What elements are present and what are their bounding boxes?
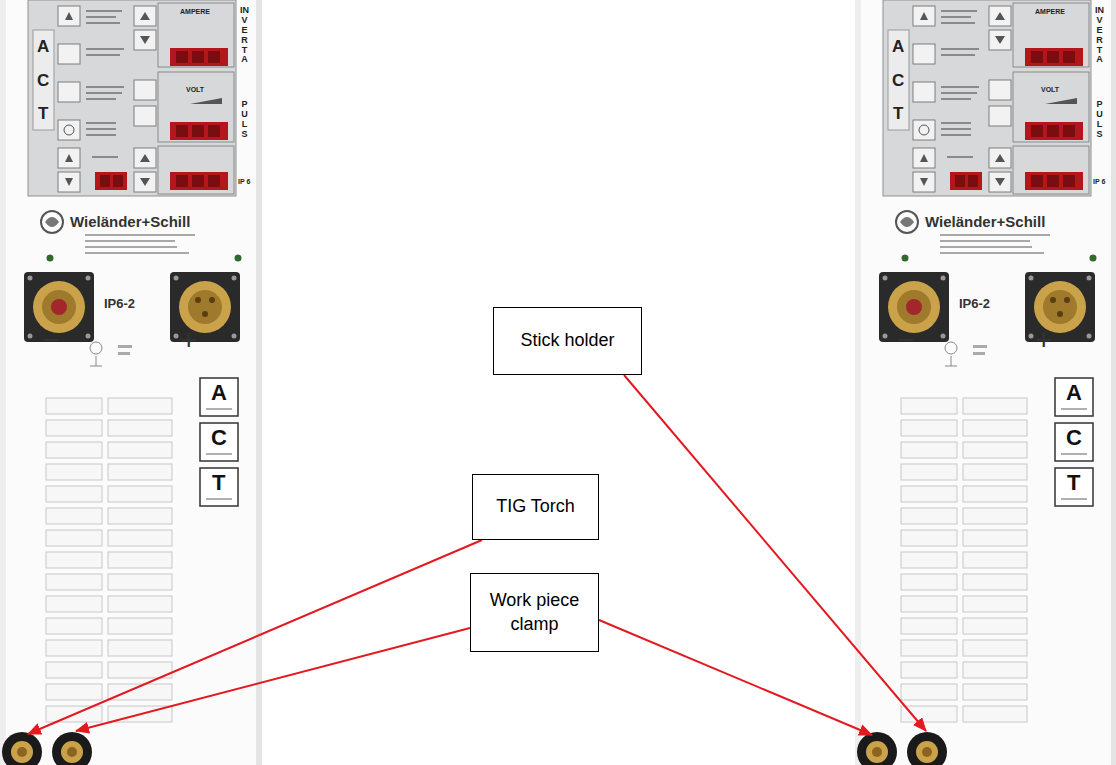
callout-box: Stick holder <box>493 307 642 375</box>
panel-marking: IP6-2 <box>959 297 990 310</box>
panel-marking: T <box>38 105 48 122</box>
leader-arrow <box>624 375 926 731</box>
panel-marking: A <box>37 38 49 55</box>
panel-marking: C <box>37 72 49 89</box>
callout-box: TIG Torch <box>472 474 599 540</box>
panel-marking: C <box>1066 427 1082 449</box>
vertical-brand-text: INVERTA <box>1095 6 1104 65</box>
panel-marking: T <box>212 472 225 494</box>
panel-marking: T <box>1067 472 1080 494</box>
panel-marking: A <box>211 382 227 404</box>
leader-arrow <box>76 628 470 731</box>
panel-marking: AMPERE <box>180 8 210 15</box>
welder-front-panel <box>855 0 1116 765</box>
panel-marking: IP6-2 <box>104 297 135 310</box>
callout-box: Work piece clamp <box>470 573 599 652</box>
callout-label: TIG Torch <box>496 495 575 518</box>
leader-arrow <box>28 540 482 734</box>
vertical-brand-text: INVERTA <box>240 6 249 65</box>
panel-marking: A <box>1066 382 1082 404</box>
panel-marking: C <box>211 427 227 449</box>
panel-marking: Wieländer+Schill <box>70 214 190 229</box>
panel-marking: − <box>897 325 915 355</box>
panel-marking: + <box>180 325 198 355</box>
callout-label: Work piece clamp <box>483 589 586 636</box>
panel-marking: + <box>1035 325 1053 355</box>
panel-marking: T <box>893 105 903 122</box>
panel-marking: Wieländer+Schill <box>925 214 1045 229</box>
vertical-brand-text: PULS <box>1095 100 1104 140</box>
vertical-brand-text: PULS <box>240 100 249 140</box>
panel-marking: VOLT <box>1041 86 1059 93</box>
panel-marking: VOLT <box>186 86 204 93</box>
panel-marking: A <box>892 38 904 55</box>
panel-marking: IP 6 <box>238 178 250 185</box>
leader-arrows <box>28 375 926 735</box>
leader-arrow <box>599 620 872 735</box>
panel-marking: C <box>892 72 904 89</box>
panel-marking: IP 6 <box>1093 178 1105 185</box>
panel-marking: − <box>42 325 60 355</box>
panel-marking: AMPERE <box>1035 8 1065 15</box>
callout-label: Stick holder <box>520 329 614 352</box>
